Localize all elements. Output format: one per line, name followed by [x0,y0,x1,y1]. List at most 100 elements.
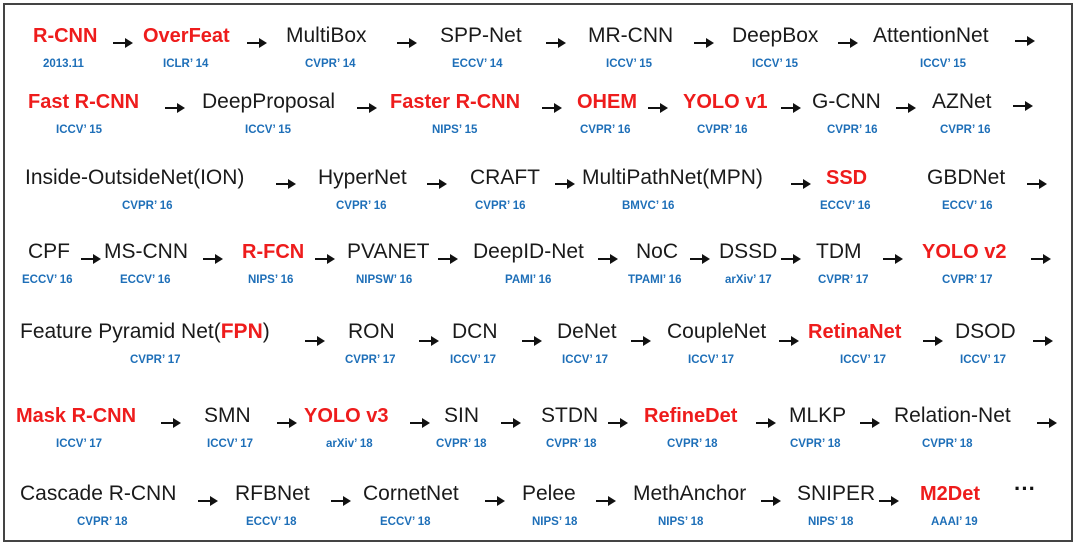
arrow-right-icon [485,496,505,506]
arrow-right-icon [397,38,417,48]
venue-label: PAMI’ 16 [505,274,552,286]
arrow-right-icon [501,418,521,428]
venue-label: BMVC’ 16 [622,200,675,212]
arrow-right-icon [761,496,781,506]
arrow-right-icon [779,336,799,346]
model-name: SNIPER [797,482,876,505]
arrow-right-icon [315,254,335,264]
venue-label: CVPR’ 14 [305,58,356,70]
venue-label: NIPS’ 18 [808,516,854,528]
venue-label: ICCV’ 15 [920,58,967,70]
venue-label: NIPS’ 15 [432,124,478,136]
model-name: NoC [636,240,679,263]
venue-label: CVPR’ 16 [336,200,387,212]
model-name: PVANET [347,240,430,263]
arrow-right-icon [555,179,575,189]
model-name: HyperNet [318,166,407,189]
arrow-right-icon [1031,254,1051,264]
venue-label: ICCV’ 17 [688,354,735,366]
arrow-right-icon [596,496,616,506]
model-name: MLKP [789,404,847,427]
venue-label: ICCV’ 15 [56,124,103,136]
venue-label: ECCV’ 18 [246,516,297,528]
model-name: MethAnchor [633,482,747,505]
arrow-right-icon [542,103,562,113]
arrow-right-icon [1033,336,1053,346]
venue-label: ICCV’ 15 [245,124,292,136]
model-name: G-CNN [812,90,881,113]
model-name: DeepBox [732,24,819,47]
model-name: SPP-Net [440,24,522,47]
venue-label: CVPR’ 18 [546,438,597,450]
model-name: SSD [826,167,868,189]
arrow-right-icon [276,179,296,189]
arrow-right-icon [522,336,542,346]
venue-label: CVPR’ 16 [580,124,631,136]
model-name: R-CNN [33,25,98,47]
arrow-right-icon [608,418,628,428]
venue-label: NIPSW’ 16 [356,274,413,286]
model-name: DeepID-Net [473,240,584,263]
diagram-frame [3,3,1073,542]
venue-label: ICCV’ 15 [752,58,799,70]
arrow-right-icon [879,496,899,506]
model-name: CornetNet [363,482,459,505]
model-name: OHEM [577,91,637,113]
model-name: MultiPathNet(MPN) [582,166,763,189]
arrow-right-icon [648,103,668,113]
venue-label: ECCV’ 14 [452,58,503,70]
venue-label: CVPR’ 18 [922,438,973,450]
model-name: DeepProposal [202,90,336,113]
model-name: CRAFT [470,166,540,189]
model-name: Mask R-CNN [16,405,137,427]
venue-label: NIPS’ 18 [658,516,704,528]
venue-label: ECCV’ 18 [380,516,431,528]
arrow-right-icon [690,254,710,264]
model-name: Cascade R-CNN [20,482,177,505]
arrow-right-icon [198,496,218,506]
model-name: AZNet [932,90,992,113]
arrow-right-icon [305,336,325,346]
venue-label: ECCV’ 16 [820,200,871,212]
arrow-right-icon [896,103,916,113]
model-name: GBDNet [927,166,1006,189]
arrow-right-icon [203,254,223,264]
arrow-right-icon [756,418,776,428]
venue-label: CVPR’ 18 [667,438,718,450]
arrow-right-icon [410,418,430,428]
venue-label: NIPS’ 18 [532,516,578,528]
venue-label: ICCV’ 17 [562,354,609,366]
venue-label: TPAMI’ 16 [628,274,682,286]
model-name: STDN [541,404,599,427]
venue-label: AAAI’ 19 [931,516,978,528]
arrow-right-icon [1027,179,1047,189]
model-name: CoupleNet [667,320,767,343]
venue-label: ICCV’ 17 [450,354,497,366]
model-name: DSSD [719,240,778,263]
model-name: Inside-OutsideNet(ION) [25,166,245,189]
model-name: Fast R-CNN [28,91,140,113]
arrow-right-icon [247,38,267,48]
model-name: MS-CNN [104,240,188,263]
model-name: RON [348,320,395,343]
venue-label: ICCV’ 17 [207,438,254,450]
arrow-right-icon [781,103,801,113]
model-name: DSOD [955,320,1016,343]
arrow-right-icon [1037,418,1057,428]
arrow-right-icon [277,418,297,428]
venue-label: CVPR’ 17 [818,274,869,286]
arrow-right-icon [1013,101,1033,111]
model-name: Pelee [522,482,576,505]
arrow-right-icon [546,38,566,48]
venue-label: arXiv’ 18 [326,438,373,450]
arrow-right-icon [883,254,903,264]
arrow-right-icon [427,179,447,189]
venue-label: CVPR’ 18 [790,438,841,450]
model-name: Faster R-CNN [390,91,521,113]
model-name: Feature Pyramid Net(FPN) [20,320,270,343]
venue-label: CVPR’ 16 [122,200,173,212]
model-name: TDM [816,240,862,263]
venue-label: CVPR’ 16 [827,124,878,136]
model-name: MultiBox [286,24,367,47]
model-name: M2Det [920,483,981,505]
